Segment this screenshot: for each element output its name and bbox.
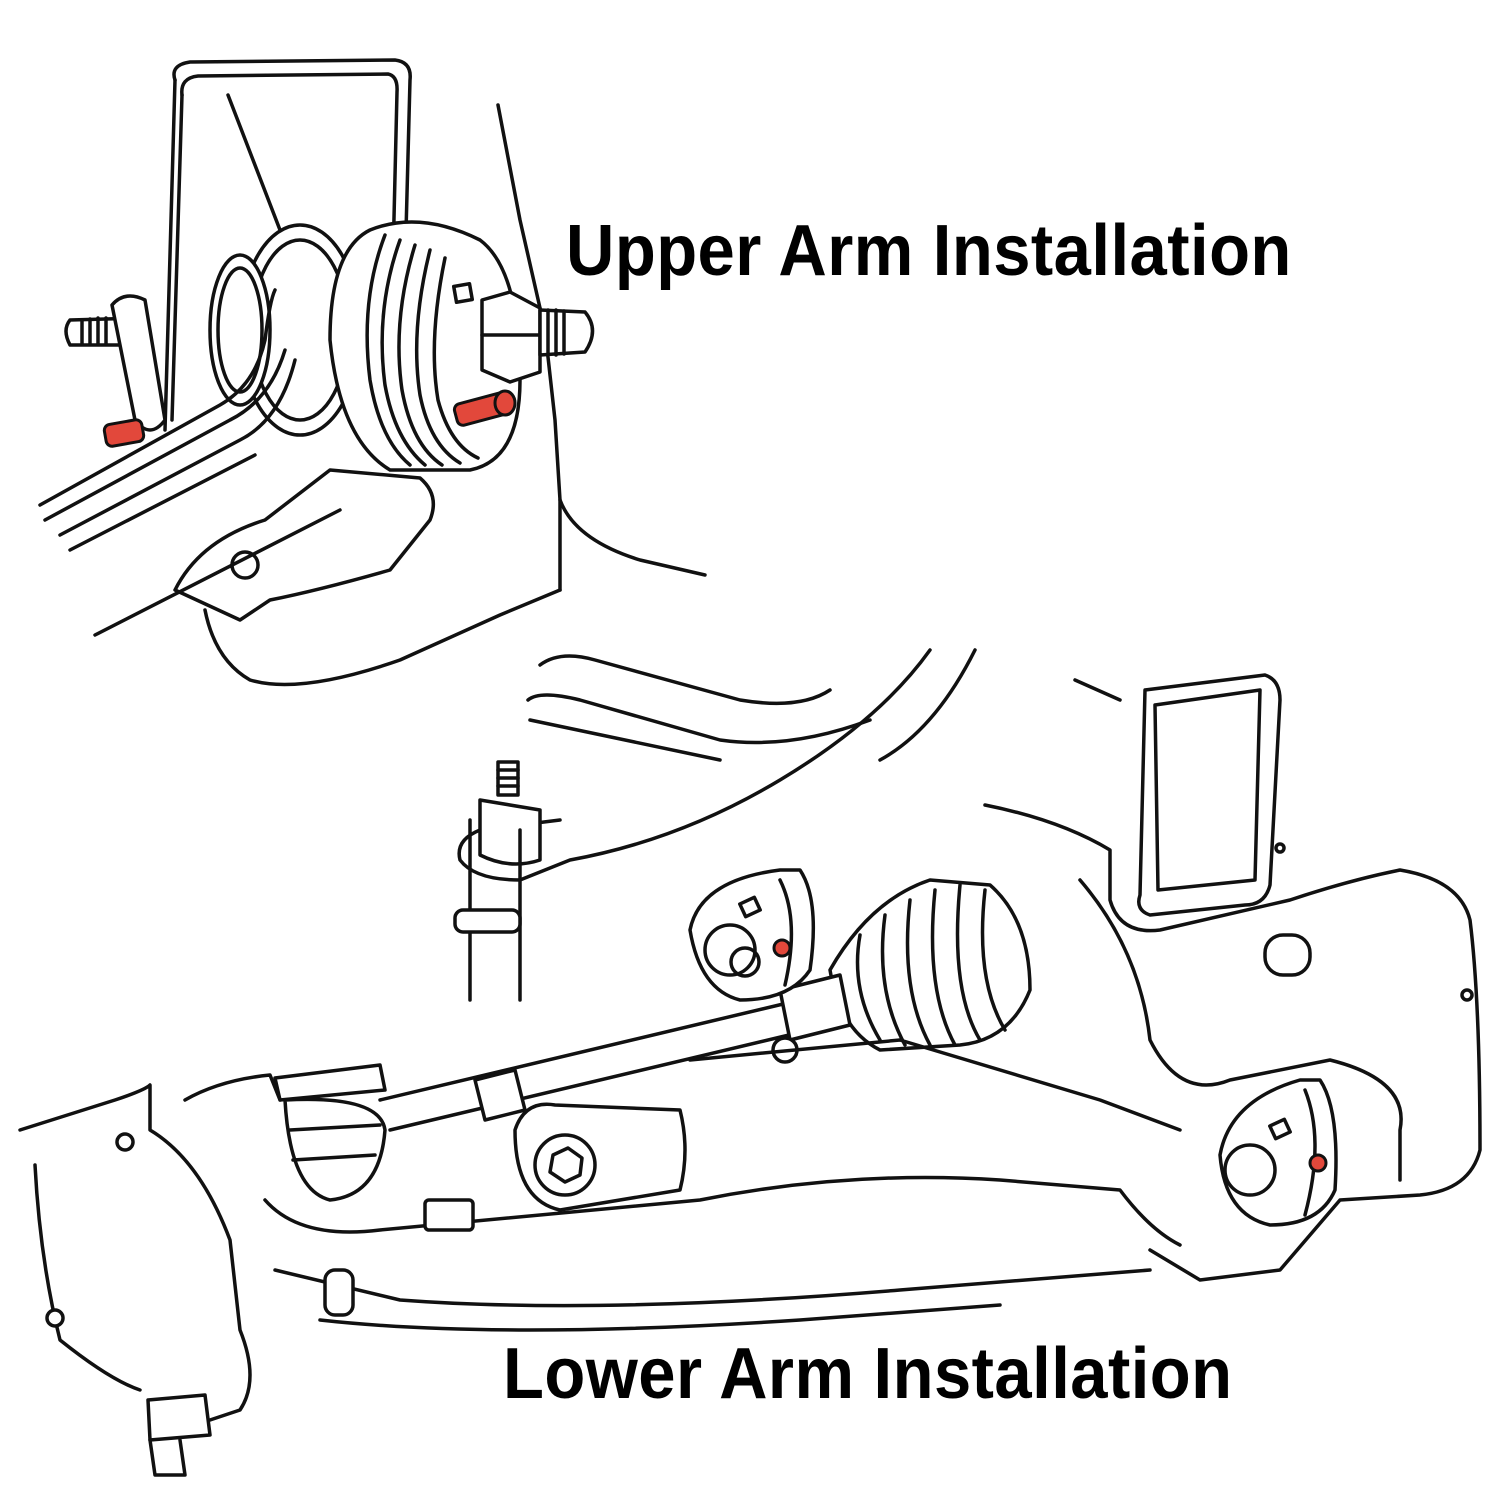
lower-arm-cam-rear [1218,1078,1338,1227]
lower-arm-cam-bolt-rear [1308,1153,1328,1173]
upper-arm-pin-right [452,389,517,427]
lower-arm-illustration [18,648,1482,1477]
lower-arm-cam-bolt-front [772,938,792,958]
rack-boot [828,878,1032,1052]
lower-arm-installation-title: Lower Arm Installation [503,1334,1233,1414]
upper-arm-illustration [38,58,707,687]
lower-arm-cam-front [688,868,816,1064]
upper-arm-pin-left [102,418,146,448]
upper-arm-installation-title: Upper Arm Installation [566,211,1292,291]
